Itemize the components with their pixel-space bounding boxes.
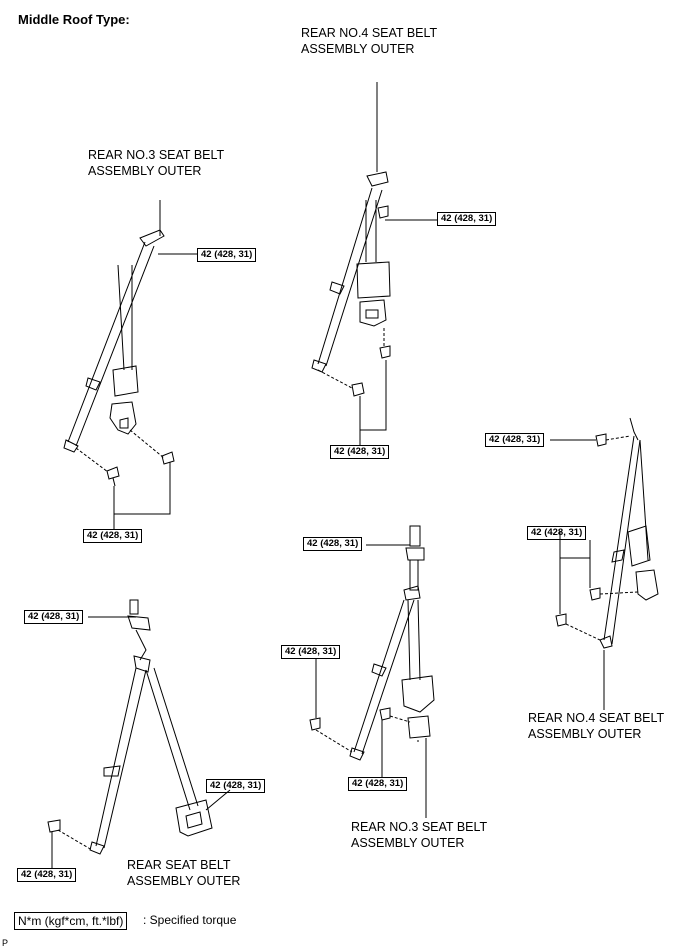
label-rear-seat-belt: REAR SEAT BELT ASSEMBLY OUTER <box>127 858 241 888</box>
belt-rear-no3-lower <box>349 525 435 818</box>
legend-description: : Specified torque <box>143 913 237 927</box>
bolt-icon <box>595 433 607 447</box>
belt-rear-no3-upper <box>63 200 197 453</box>
torque-label: 42 (428, 31) <box>330 445 390 459</box>
bolt-icon <box>161 451 175 465</box>
torque-label: 42 (428, 31) <box>485 433 545 447</box>
label-rear-no4-top: REAR NO.4 SEAT BELT ASSEMBLY OUTER <box>301 26 438 56</box>
legend-unit-box: N*m (kgf*cm, ft.*lbf) <box>14 912 128 930</box>
bolt-icon <box>377 205 389 219</box>
torque-label: 42 (428, 31) <box>527 526 587 540</box>
page-title: Middle Roof Type: <box>18 12 130 27</box>
bolt-icon <box>351 382 365 397</box>
torque-label: 42 (428, 31) <box>348 777 408 791</box>
torque-label: 42 (428, 31) <box>437 212 497 226</box>
belt-rear-no4-right <box>550 417 659 710</box>
belt-rear-seat <box>88 599 231 855</box>
bolt-icon <box>589 587 601 601</box>
torque-label: 42 (428, 31) <box>206 779 266 793</box>
bolt-icon <box>379 345 391 359</box>
figure-code: P <box>2 938 9 948</box>
bolt-icon <box>47 819 61 833</box>
torque-label: 42 (428, 31) <box>281 645 341 659</box>
torque-label: 42 (428, 31) <box>83 529 143 543</box>
label-rear-no3-top: REAR NO.3 SEAT BELT ASSEMBLY OUTER <box>88 148 225 178</box>
torque-label: 42 (428, 31) <box>24 610 84 624</box>
torque-label: 42 (428, 31) <box>197 248 257 262</box>
label-rear-no4-right: REAR NO.4 SEAT BELT ASSEMBLY OUTER <box>528 711 665 741</box>
bolt-icon <box>309 717 321 731</box>
label-rear-no3-bottom: REAR NO.3 SEAT BELT ASSEMBLY OUTER <box>351 820 488 850</box>
bolt-icon <box>555 613 567 627</box>
bolt-icon <box>106 466 120 487</box>
torque-label: 42 (428, 31) <box>303 537 363 551</box>
belt-rear-no4-upper <box>311 82 437 373</box>
bolt-icon <box>379 707 391 721</box>
torque-label: 42 (428, 31) <box>17 868 77 882</box>
